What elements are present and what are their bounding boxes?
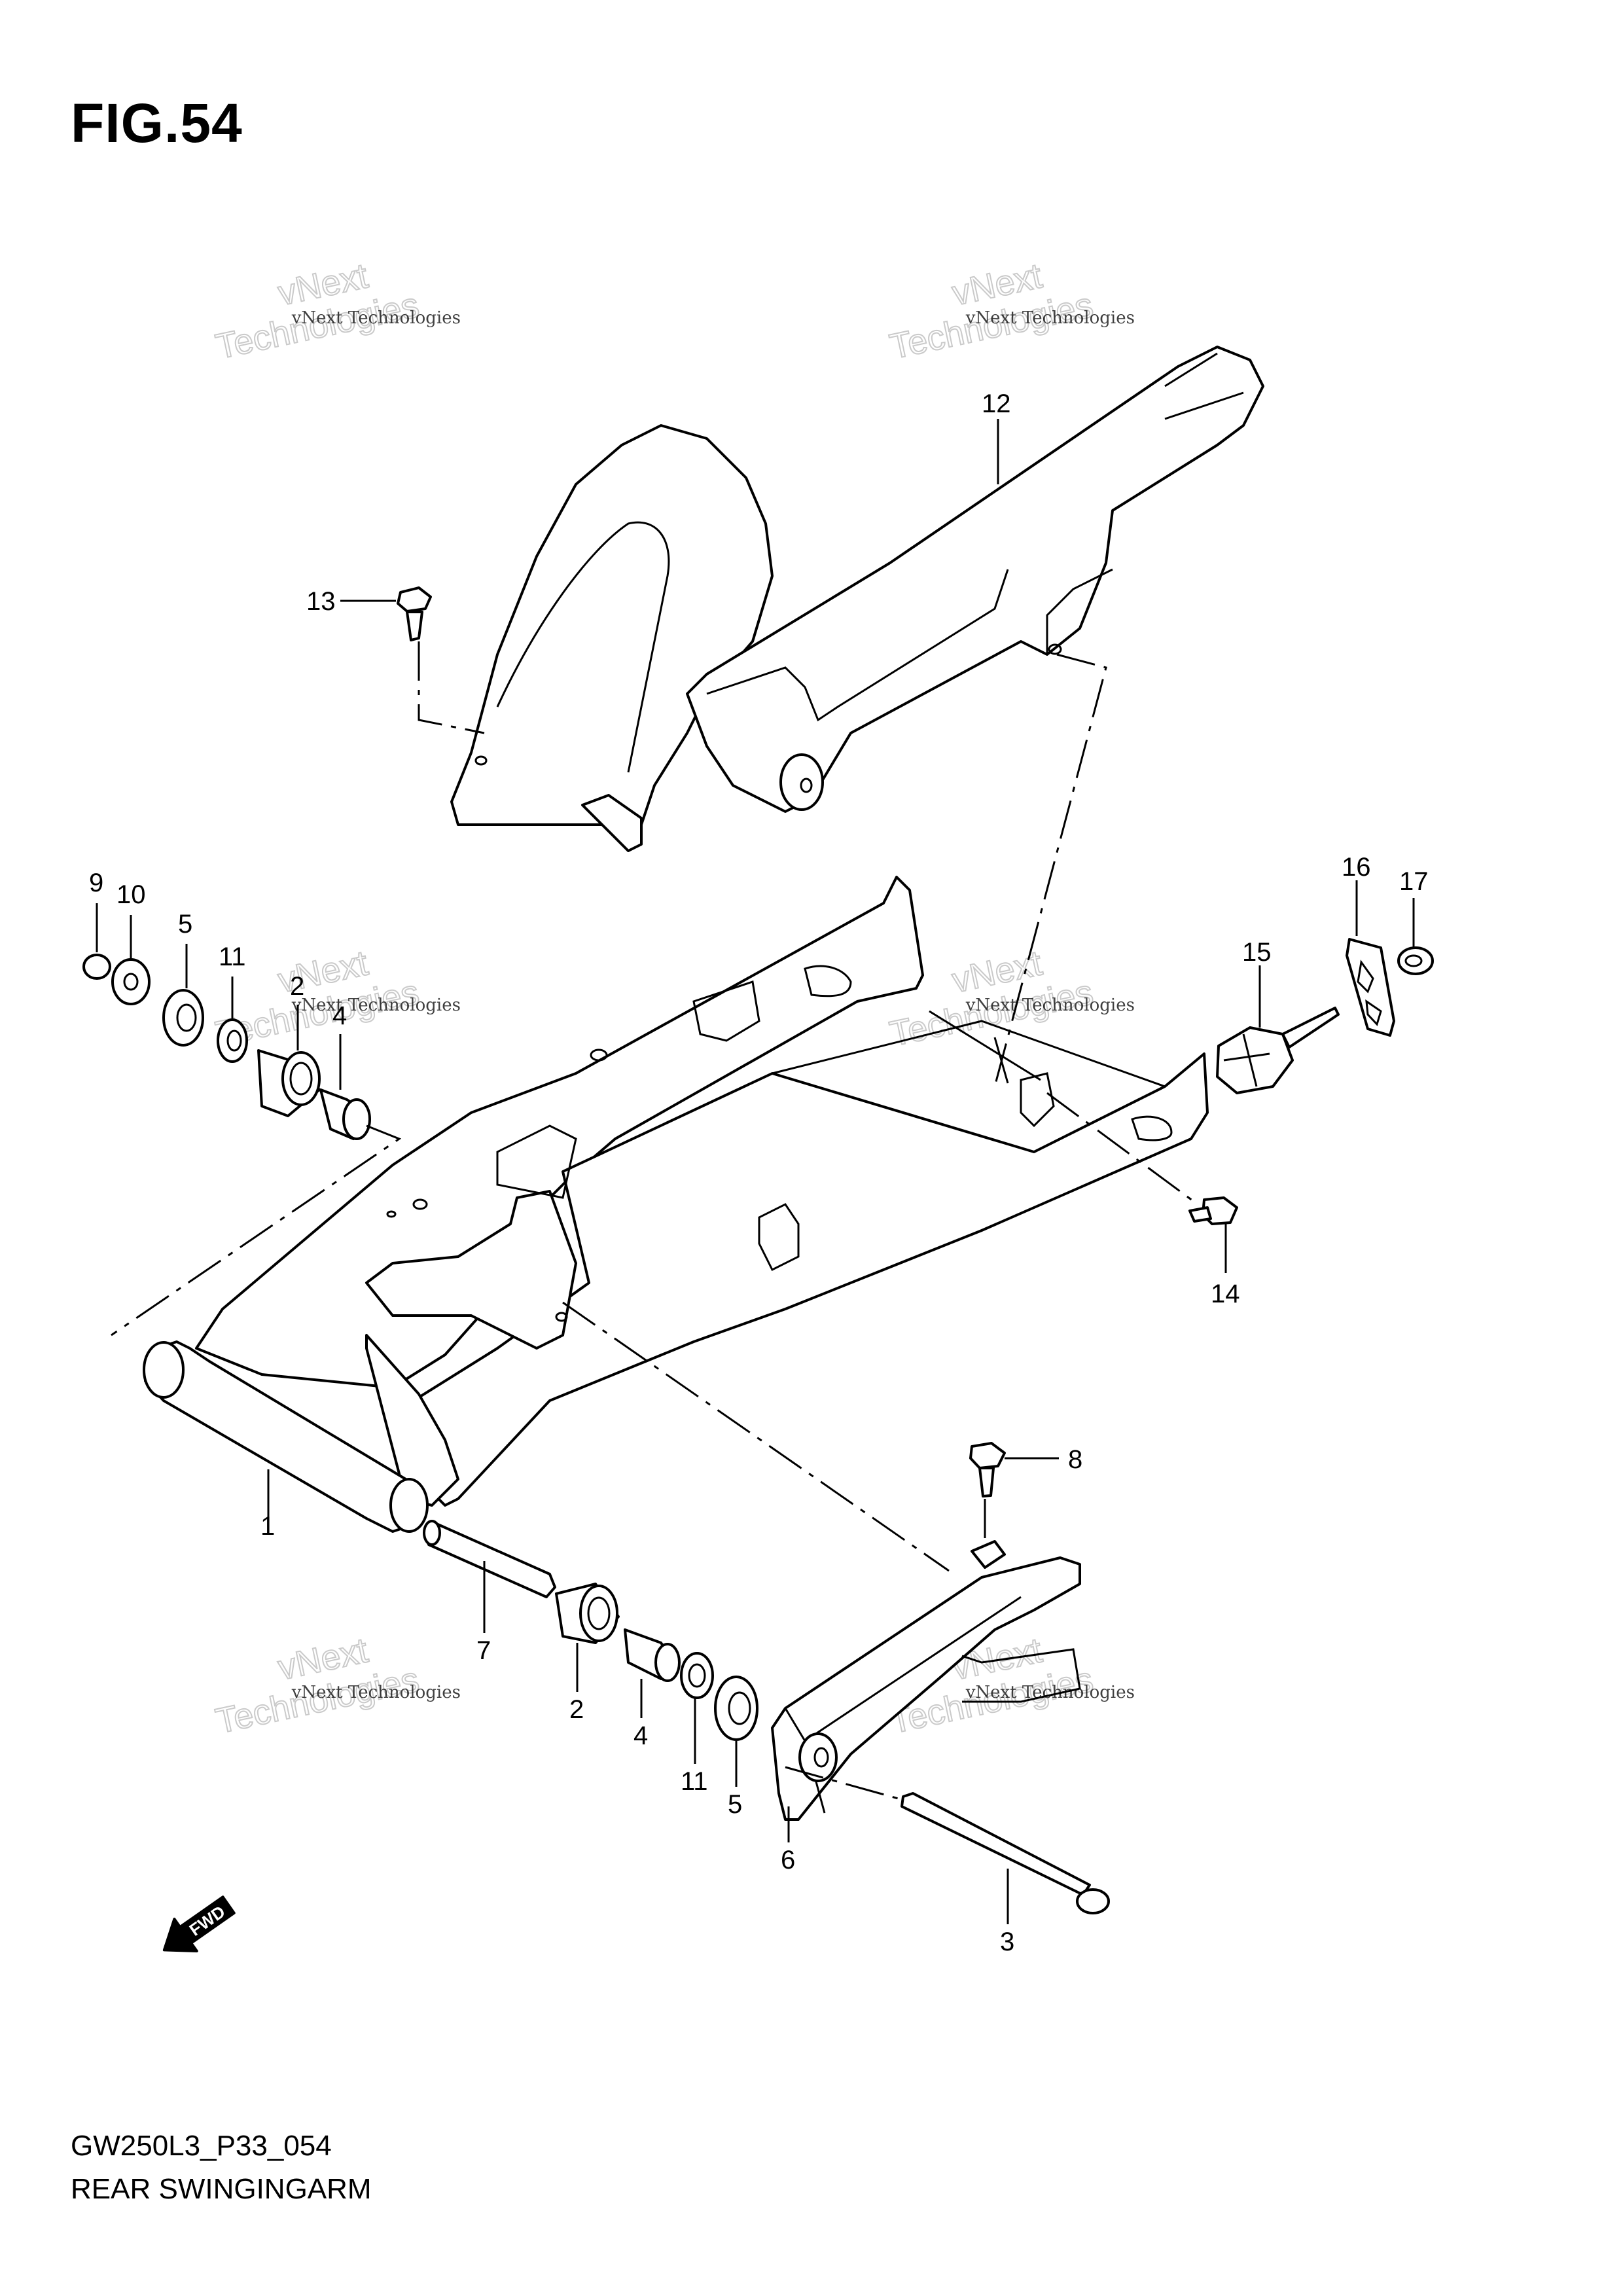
figure-title: FIG.54 <box>71 92 243 154</box>
callout-13: 13 <box>306 587 336 616</box>
part-8-bolt <box>969 1442 1006 1498</box>
watermark-small-1: vNext Technologies <box>291 308 461 328</box>
watermark-1: Technologies vNext vNext Technologies <box>212 255 461 367</box>
part-10-washer <box>111 958 151 1005</box>
callout-14: 14 <box>1211 1280 1240 1308</box>
callout-1: 1 <box>260 1512 275 1541</box>
callout-2-lower: 2 <box>569 1695 584 1724</box>
callout-4-upper: 4 <box>332 1001 347 1030</box>
diagram-name: REAR SWINGINGARM <box>71 2173 372 2205</box>
part-3-bolt <box>901 1792 1110 1914</box>
callout-2-upper: 2 <box>290 972 304 1001</box>
part-17-nut <box>1397 946 1434 975</box>
callout-16: 16 <box>1342 853 1371 882</box>
callout-15: 15 <box>1242 938 1272 967</box>
callout-11-lower: 11 <box>681 1767 708 1796</box>
part-6-chain-guide <box>771 1540 1081 1821</box>
callout-3: 3 <box>1000 1928 1014 1956</box>
part-15-chain-adjuster <box>1216 1007 1340 1094</box>
callout-5-lower: 5 <box>728 1790 742 1819</box>
part-12-chain-case <box>450 346 1264 852</box>
part-14-bolt <box>1188 1196 1238 1225</box>
part-7-pivot-shaft <box>424 1520 556 1598</box>
part-11-washer-upper <box>217 1018 248 1063</box>
callout-9: 9 <box>89 869 103 897</box>
reference-lines <box>111 641 1198 1801</box>
callout-7: 7 <box>476 1636 491 1665</box>
watermark-small-3: vNext Technologies <box>291 996 461 1015</box>
part-13-bolt <box>397 586 432 641</box>
watermark-2: Technologies vNext vNext Technologies <box>886 255 1135 367</box>
callout-8: 8 <box>1068 1445 1082 1474</box>
part-5-seal-lower <box>714 1676 758 1741</box>
watermark-small-4: vNext Technologies <box>965 996 1135 1015</box>
callout-4-lower: 4 <box>633 1721 648 1750</box>
watermark-5: Technologies vNext vNext Technologies <box>212 1630 461 1742</box>
fwd-arrow-icon: FWD <box>162 1895 236 1953</box>
watermark-small-2: vNext Technologies <box>965 308 1135 328</box>
part-1-swingarm <box>143 876 1209 1533</box>
callout-leaders <box>96 419 1415 1924</box>
callout-5-upper: 5 <box>178 910 192 939</box>
pivot-stack-lower <box>423 1520 758 1741</box>
part-9-nut <box>82 954 111 980</box>
part-5-seal-upper <box>162 989 204 1047</box>
callout-10: 10 <box>116 880 146 909</box>
pivot-stack-upper <box>82 954 371 1140</box>
callout-labels: 12 13 9 10 5 11 2 4 1 7 2 4 11 5 6 3 8 1… <box>89 389 1429 1956</box>
part-16-plate <box>1346 938 1395 1037</box>
callout-17: 17 <box>1399 867 1429 896</box>
callout-12: 12 <box>982 389 1011 418</box>
part-11-washer-lower <box>680 1652 714 1699</box>
callout-6: 6 <box>781 1846 795 1874</box>
diagram-code: GW250L3_P33_054 <box>71 2130 332 2162</box>
callout-11-upper: 11 <box>219 942 246 971</box>
watermark-small-5: vNext Technologies <box>291 1683 461 1702</box>
watermark-small-6: vNext Technologies <box>965 1683 1135 1702</box>
